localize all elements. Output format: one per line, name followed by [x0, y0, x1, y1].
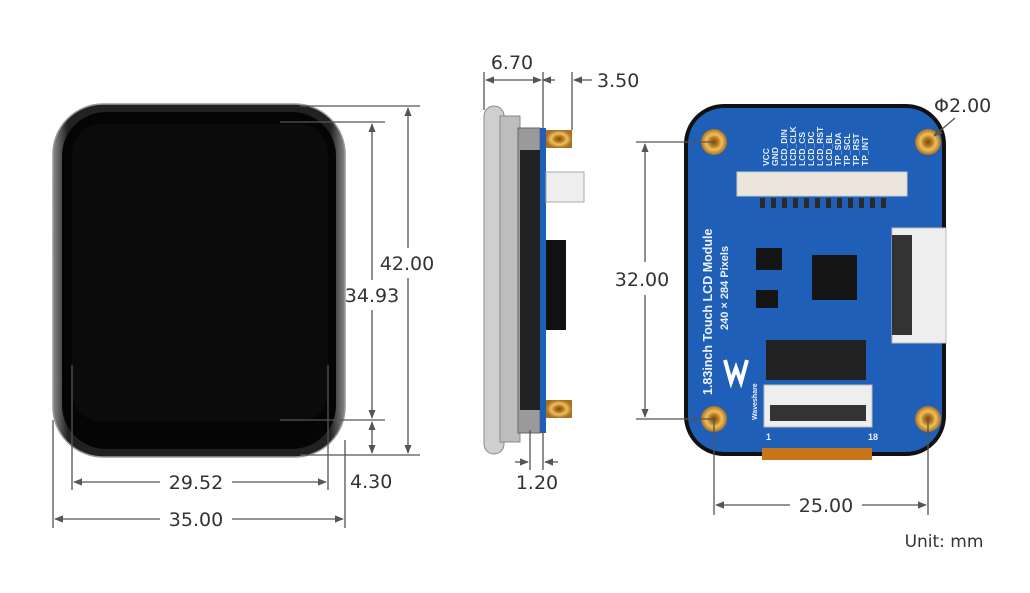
pin-label: GND [770, 147, 780, 166]
module-name: 1.83inch Touch LCD Module [701, 229, 715, 395]
front-view: 42.00 34.93 4.30 29.52 35.00 [52, 103, 434, 531]
hole-horizontal-spacing-label: 25.00 [799, 495, 853, 517]
screen-width-label: 29.52 [169, 472, 223, 494]
pin-label: TP_RST [851, 133, 861, 166]
pin-label: TP_INT [860, 136, 870, 166]
connector-pin-first: 1 [766, 432, 771, 442]
side-thickness-label: 6.70 [491, 52, 533, 74]
pin-label: TP_SDA [833, 132, 843, 166]
waveshare-logo-icon [723, 359, 749, 389]
ic-chip [812, 255, 857, 300]
hole-vertical-spacing-label: 32.00 [615, 269, 669, 291]
pin-label: LCD_CS [797, 132, 807, 166]
standoff [546, 130, 572, 148]
pin-label: LCD_BL [824, 132, 834, 166]
pin-label: LCD_DC [806, 132, 816, 166]
connector-pin-last: 18 [868, 432, 878, 442]
pin-label: TP_SCL [842, 133, 852, 166]
pin-labels: VCC GND LCD_DIN LCD_CLK LCD_CS LCD_DC LC… [761, 125, 870, 166]
standoff-height-label: 3.50 [597, 70, 639, 92]
pin-label: LCD_CLK [788, 125, 798, 166]
pin-header [736, 171, 908, 197]
pin-label: LCD_RST [815, 126, 825, 166]
pin-label: VCC [761, 148, 771, 166]
glass-thickness-label: 1.20 [516, 472, 558, 494]
brand-logo: Waveshare [752, 383, 759, 420]
standoff [546, 400, 572, 418]
screen-area [72, 124, 328, 422]
front-height-label: 42.00 [380, 253, 434, 275]
ribbon-cable [766, 340, 866, 380]
bottom-bezel-label: 4.30 [350, 471, 392, 493]
resolution: 240 × 284 Pixels [719, 246, 731, 330]
pin-label: LCD_DIN [779, 129, 789, 166]
front-width-label: 35.00 [169, 509, 223, 531]
screen-height-label: 34.93 [345, 285, 399, 307]
unit-label: Unit: mm [905, 532, 984, 552]
hole-diameter-label: Φ2.00 [934, 95, 991, 117]
back-view: 1 18 1.83inch Touch LCD Module 240 × 284… [615, 95, 991, 517]
side-view: 6.70 3.50 1.20 [483, 52, 639, 494]
